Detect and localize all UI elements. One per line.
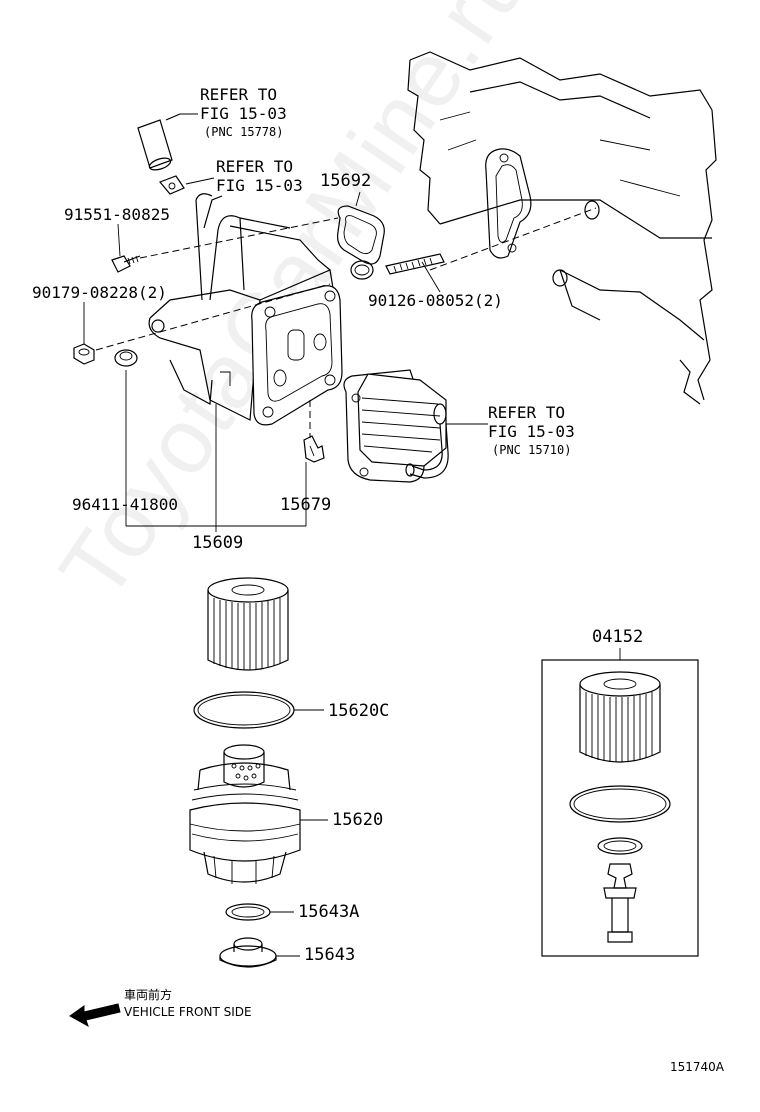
nut-90179	[73, 343, 95, 365]
filter-cap-15620	[189, 744, 301, 884]
part-15609: 15609	[192, 533, 244, 553]
clip-part	[158, 175, 185, 195]
ref-3-line3: (PNC 15710)	[492, 443, 572, 457]
leader-lines	[83, 113, 621, 957]
part-15692: 15692	[320, 171, 372, 191]
oil-cooler	[343, 369, 449, 483]
engine-block	[407, 51, 717, 405]
arrow-left-icon	[69, 1003, 121, 1028]
part-15620: 15620	[332, 810, 384, 830]
oil-filter-element	[207, 577, 289, 671]
ref-3-line1: REFER TO	[488, 403, 566, 422]
clip-15679	[303, 435, 325, 463]
diagram-id: 151740A	[670, 1060, 725, 1074]
ref-1-line2: FIG 15-03	[200, 104, 287, 123]
gasket-15692	[337, 205, 385, 280]
hose-15778	[137, 113, 181, 171]
part-15643: 15643	[304, 945, 356, 965]
part-90179-08228: 90179-08228(2)	[32, 283, 167, 302]
direction-japanese: 車両前方	[124, 988, 173, 1002]
gasket-15643A	[225, 903, 271, 921]
ring-96411	[114, 349, 138, 367]
ref-2-line1: REFER TO	[216, 157, 294, 176]
drain-plug-15643	[219, 937, 277, 968]
stud-90126	[385, 253, 445, 275]
ref-3-line2: FIG 15-03	[488, 422, 575, 441]
oil-filter-bracket	[148, 193, 343, 426]
bolt-91551	[111, 255, 141, 273]
kit-04152	[541, 659, 699, 957]
ref-1-line3: (PNC 15778)	[204, 125, 284, 139]
ref-2-line2: FIG 15-03	[216, 176, 303, 195]
direction-english: VEHICLE FRONT SIDE	[124, 1005, 252, 1019]
part-04152: 04152	[592, 627, 644, 647]
part-96411-41800: 96411-41800	[72, 495, 178, 514]
ref-1-line1: REFER TO	[200, 85, 278, 104]
part-15679: 15679	[280, 495, 332, 515]
o-ring-15620C	[193, 691, 295, 729]
part-90126-08052: 90126-08052(2)	[368, 291, 503, 310]
part-91551-80825: 91551-80825	[64, 205, 170, 224]
alignment-lines	[95, 207, 597, 438]
part-15643A: 15643A	[298, 902, 360, 922]
part-15620C: 15620C	[328, 701, 390, 721]
